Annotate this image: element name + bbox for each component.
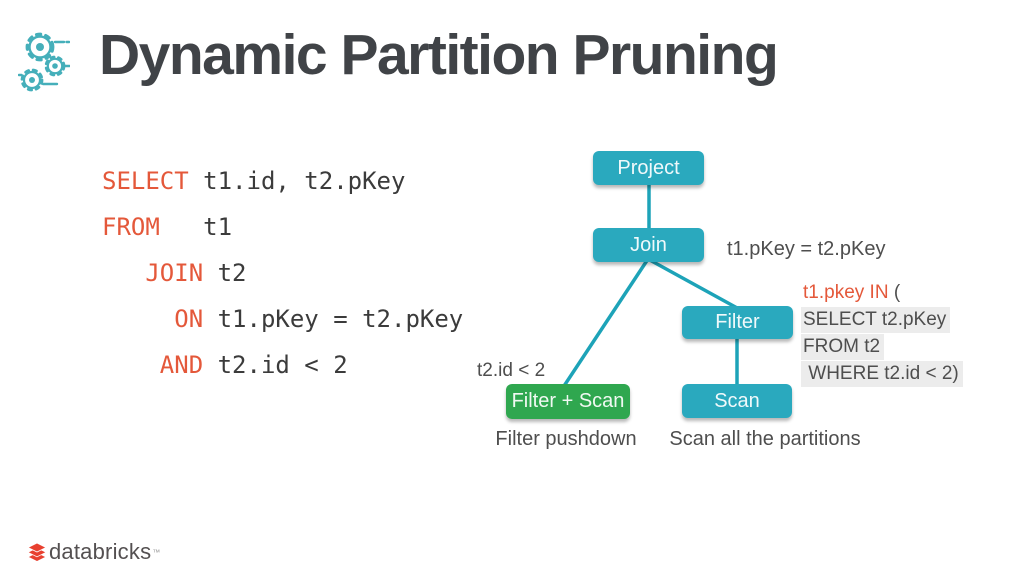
edge-join-filterscan	[562, 257, 650, 388]
sql-line: SELECT t1.id, t2.pKey	[102, 167, 406, 195]
join-condition-label: t1.pKey = t2.pKey	[727, 238, 886, 260]
dpp-subquery-annotation: t1.pkey IN ( SELECT t2.pKey FROM t2 WHER…	[801, 280, 963, 388]
sql-line: ON t1.pKey = t2.pKey	[174, 305, 464, 333]
subquery-line-2: SELECT t2.pKey	[801, 307, 951, 333]
tree-node-scan: Scan	[682, 384, 792, 418]
sql-line: FROM t1	[102, 213, 233, 241]
databricks-wordmark: databricks	[49, 539, 152, 564]
databricks-logo-icon	[27, 542, 47, 562]
tree-node-join: Join	[593, 228, 704, 262]
gears-speed-icon	[18, 32, 70, 92]
subquery-line-4: WHERE t2.id < 2)	[801, 361, 963, 387]
slide-title: Dynamic Partition Pruning	[99, 23, 779, 87]
trademark-symbol: ™	[152, 547, 161, 557]
tree-node-filter: Filter	[682, 306, 793, 339]
tree-node-filter-scan: Filter + Scan	[506, 384, 630, 419]
tree-node-project: Project	[593, 151, 704, 185]
edge-join-filter	[646, 257, 741, 311]
filter-pushdown-caption: Filter pushdown	[495, 428, 637, 450]
subquery-line-1: t1.pkey IN (	[803, 282, 901, 303]
subquery-line-3: FROM t2	[801, 334, 885, 360]
sql-line: AND t2.id < 2	[159, 351, 348, 379]
sql-line: JOIN t2	[145, 259, 247, 287]
pushdown-predicate-label: t2.id < 2	[477, 360, 546, 381]
databricks-logo: databricks ™	[27, 539, 160, 565]
scan-partitions-caption: Scan all the partitions	[669, 428, 861, 450]
